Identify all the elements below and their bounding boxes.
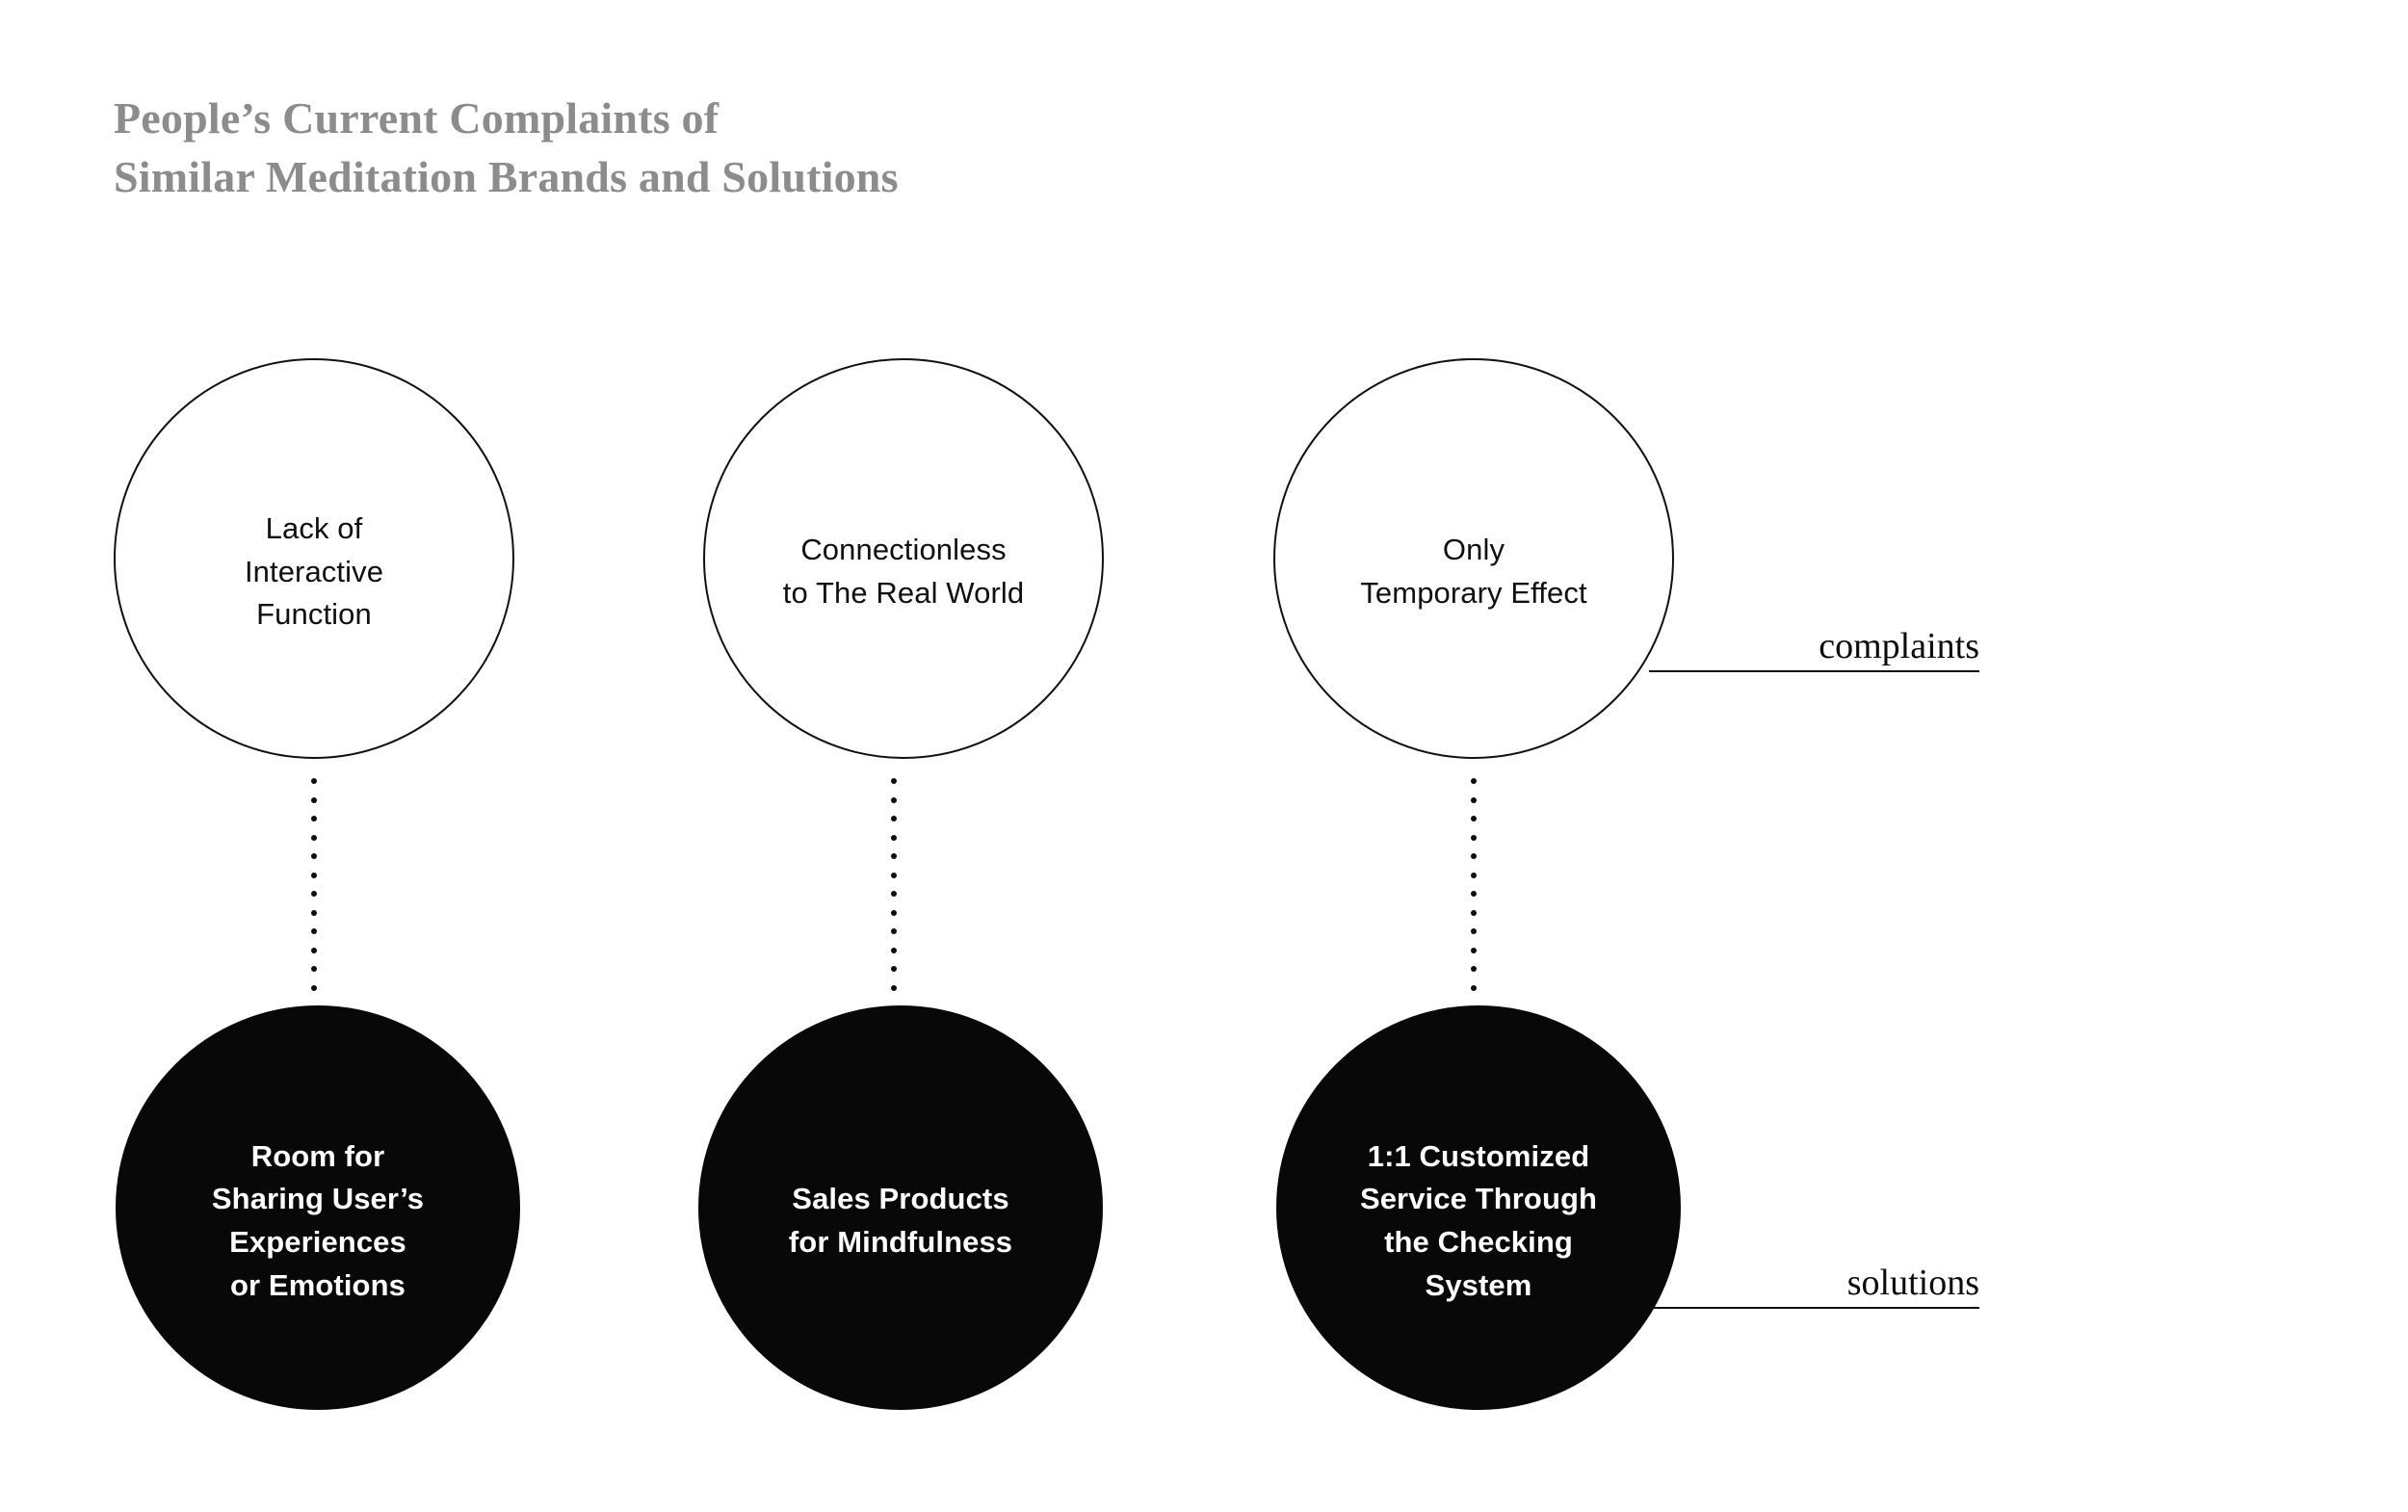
connector-dot	[891, 928, 897, 934]
complaint-circle-2-label: Connectionless to The Real World	[782, 533, 1025, 610]
connector-dot	[891, 834, 897, 841]
connector-dot	[1471, 796, 1477, 803]
page-title-line-2: Similar Meditation Brands and Solutions	[114, 152, 899, 202]
connector-dot	[891, 947, 897, 953]
connector-dot	[891, 966, 897, 972]
connector-dot	[891, 853, 897, 859]
connector-dot	[311, 816, 317, 821]
connector-dot	[891, 872, 897, 878]
connector-dot	[1471, 909, 1477, 916]
connector-dot	[891, 816, 897, 821]
complaints-annotation-label: complaints	[1819, 626, 1979, 666]
connector-dot	[311, 853, 317, 859]
page-title: People’s Current Complaints of Similar M…	[114, 89, 899, 206]
connector-dot	[311, 947, 317, 953]
connector-dot	[891, 778, 897, 784]
solutions-annotation-label: solutions	[1846, 1263, 1979, 1303]
solution-circle-3[interactable]: 1:1 Customized Service Through the Check…	[1276, 1005, 1681, 1410]
dotted-connector-2	[891, 778, 897, 1004]
solution-circle-3-label: 1:1 Customized Service Through the Check…	[1359, 1138, 1598, 1302]
solutions-annotation-rule	[1649, 1307, 1979, 1309]
solution-circle-2[interactable]: Sales Products for Mindfulness	[698, 1005, 1103, 1410]
connector-dot	[311, 834, 317, 841]
complaint-circle-3[interactable]: Only Temporary Effect	[1273, 358, 1674, 759]
connector-dot	[1471, 853, 1477, 859]
solution-circle-1[interactable]: Room for Sharing User’s Experiences or E…	[116, 1005, 520, 1410]
connector-dot	[311, 778, 317, 784]
connector-dot	[311, 966, 317, 972]
connector-dot	[1471, 928, 1477, 934]
solution-circle-2-label: Sales Products for Mindfulness	[788, 1182, 1013, 1259]
connector-dot	[891, 909, 897, 916]
connector-dot	[891, 891, 897, 897]
page-title-line-1: People’s Current Complaints of	[114, 93, 720, 143]
connector-dot	[1471, 984, 1477, 991]
complaints-annotation-rule	[1649, 670, 1979, 672]
connector-dot	[1471, 891, 1477, 897]
connector-dot	[1471, 834, 1477, 841]
connector-dot	[1471, 947, 1477, 953]
connector-dot	[1471, 816, 1477, 821]
complaint-circle-2[interactable]: Connectionless to The Real World	[703, 358, 1104, 759]
complaint-circle-1-label: Lack of Interactive Function	[244, 510, 384, 632]
connector-dot	[1471, 966, 1477, 972]
connector-dot	[311, 984, 317, 991]
complaint-circle-1[interactable]: Lack of Interactive Function	[114, 358, 514, 759]
dotted-connector-1	[311, 778, 317, 1004]
connector-dot	[1471, 872, 1477, 878]
connector-dot	[311, 909, 317, 916]
connector-dot	[891, 984, 897, 991]
connector-dot	[311, 872, 317, 878]
solution-circle-1-label: Room for Sharing User’s Experiences or E…	[211, 1138, 425, 1302]
complaint-circle-3-label: Only Temporary Effect	[1360, 533, 1587, 610]
connector-dot	[1471, 778, 1477, 784]
dotted-connector-3	[1471, 778, 1477, 1004]
connector-dot	[891, 796, 897, 803]
connector-dot	[311, 928, 317, 934]
connector-dot	[311, 891, 317, 897]
connector-dot	[311, 796, 317, 803]
